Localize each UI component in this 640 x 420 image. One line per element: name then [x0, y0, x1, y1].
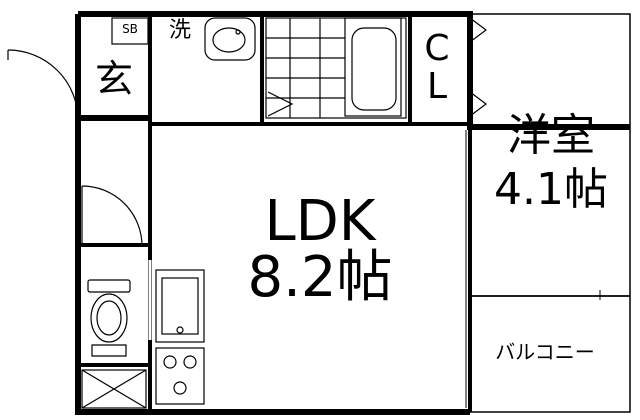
bathroom: [265, 17, 407, 119]
western-room-size: 4.1帖: [494, 164, 608, 215]
toilet: [87, 279, 131, 357]
balcony-label: バルコニー: [495, 340, 595, 364]
entrance-door: [7, 49, 79, 121]
western-room-name: 洋室: [507, 110, 595, 161]
washroom-label: 洗: [168, 18, 191, 43]
shoe-box-label: SB: [122, 22, 138, 36]
closet-label: C L: [424, 28, 450, 107]
storage-shelf: [81, 369, 147, 409]
entrance-label: 玄: [94, 57, 133, 101]
stove: [155, 347, 205, 405]
balcony-outline: [469, 295, 631, 413]
storage-door: [81, 185, 143, 247]
closet-doors: [469, 17, 487, 117]
shoe-box: [111, 17, 149, 45]
ldk-name: LDK: [264, 189, 376, 254]
ldk-size: 8.2帖: [247, 245, 393, 310]
kitchen-sink: [155, 269, 205, 343]
wash-basin: [204, 17, 256, 61]
